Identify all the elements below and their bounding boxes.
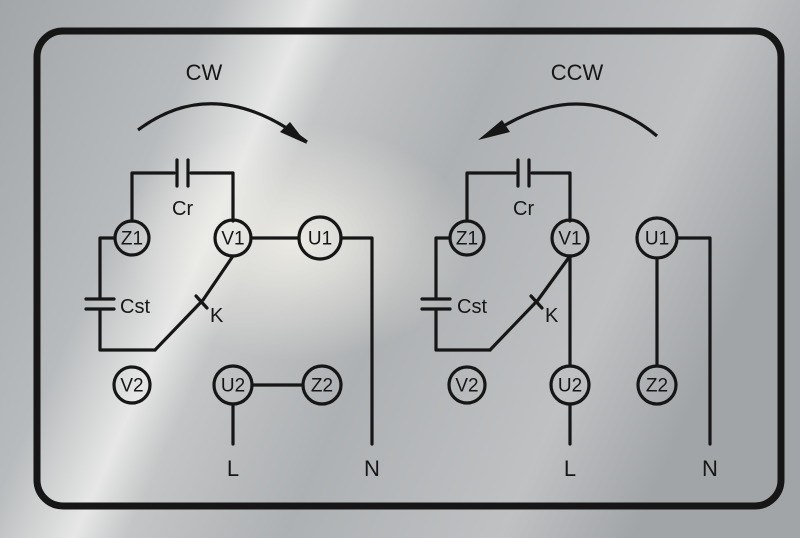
- cw-cr-wire-left: [130, 171, 176, 223]
- ccw-terminal-u1-label: U1: [645, 229, 669, 250]
- ccw-neutral-label: N: [702, 456, 718, 481]
- ccw-rotation-arrow: [487, 102, 659, 138]
- cw-line-label: L: [227, 456, 239, 481]
- cw-u1-neutral-wire: [339, 236, 374, 446]
- cw-cst-wire-bottom: [98, 309, 157, 352]
- cw-cr-label: Cr: [172, 198, 193, 220]
- cw-terminal-u1-label: U1: [308, 229, 332, 250]
- cw-cst-wire-top: [98, 236, 117, 299]
- cw-terminal-z2: [301, 364, 343, 406]
- cw-terminal-z2-label: Z2: [311, 376, 333, 397]
- cw-switch-k-label: K: [210, 305, 224, 327]
- ccw-cr-label: Cr: [513, 198, 534, 220]
- cw-switch-k-to-v1: [201, 254, 235, 302]
- cw-terminal-v2: [112, 365, 152, 405]
- ccw-terminal-u2-label: U2: [558, 376, 582, 397]
- ccw-cst-wire-bottom: [434, 309, 492, 352]
- ccw-terminal-z1-label: Z1: [456, 229, 478, 250]
- cw-neutral-label: N: [364, 456, 380, 481]
- cw-terminal-u2-label: U2: [221, 376, 245, 397]
- ccw-terminal-v1-label: V1: [558, 229, 581, 250]
- cw-arrowhead: [280, 122, 307, 144]
- ccw-cr-wire-right: [530, 171, 572, 223]
- ccw-direction-label: CCW: [551, 60, 604, 85]
- cw-cst-label: Cst: [120, 296, 150, 318]
- ccw-terminal-z2: [636, 364, 678, 406]
- ccw-line-label: L: [564, 456, 576, 481]
- ccw-terminal-v2: [447, 365, 487, 405]
- cw-switch-k-blade: [153, 298, 205, 352]
- ccw-switch-k-contact: [529, 294, 544, 310]
- ccw-switch-k-label: K: [545, 305, 559, 327]
- ccw-cst-wire-top: [434, 236, 452, 299]
- cw-terminal-v1-label: V1: [221, 229, 244, 250]
- ccw-diagram: CCW Cr Z1 V1 U1 N Cst K: [420, 60, 718, 481]
- cw-diagram: CW Cr Z1 V1 U1 N Cst K: [84, 60, 380, 481]
- cw-cr-wire-right: [189, 171, 235, 223]
- cw-direction-label: CW: [186, 60, 223, 85]
- cw-terminal-v2-label: V2: [120, 376, 143, 397]
- ccw-switch-k-blade: [488, 298, 540, 352]
- ccw-switch-k-to-v1: [536, 254, 572, 302]
- ccw-cst-label: Cst: [457, 296, 487, 318]
- cw-terminal-z1-label: Z1: [121, 229, 143, 250]
- ccw-cr-wire-left: [465, 171, 517, 223]
- cw-switch-k-contact: [194, 294, 209, 310]
- ccw-arrowhead: [478, 120, 510, 140]
- ccw-u1-neutral-wire: [675, 236, 712, 446]
- cw-rotation-arrow: [137, 102, 308, 144]
- ccw-terminal-v2-label: V2: [455, 376, 478, 397]
- diagram-border: [33, 27, 785, 510]
- ccw-terminal-z2-label: Z2: [646, 376, 668, 397]
